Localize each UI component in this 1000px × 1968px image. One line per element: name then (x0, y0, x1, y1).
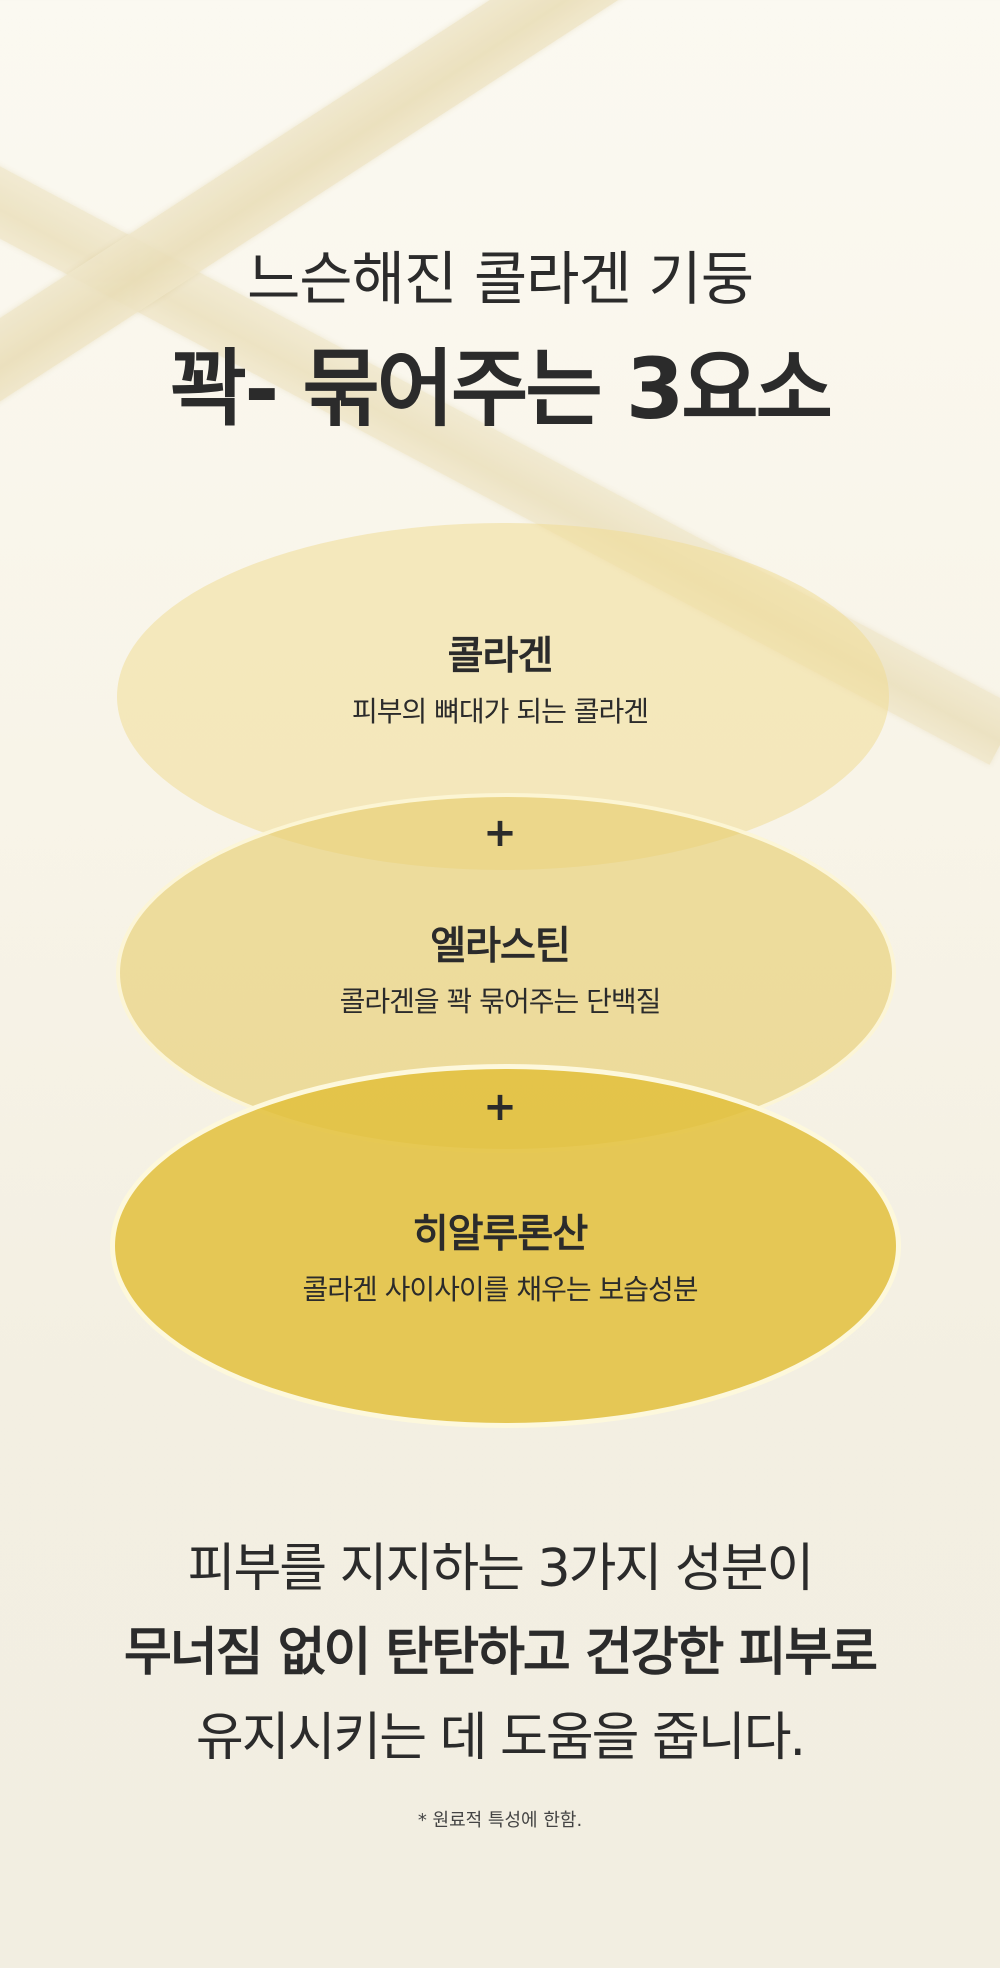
item-desc: 피부의 뼈대가 되는 콜라겐 (351, 695, 649, 728)
plus-icon: + (483, 1084, 517, 1130)
headline-main: 꽉- 묶어주는 3요소 (170, 340, 833, 438)
summary-line: 피부를 지지하는 3가지 성분이 (187, 1539, 815, 1599)
item-title: 콜라겐 (447, 634, 554, 679)
item-desc: 콜라겐을 꽉 묶어주는 단백질 (339, 985, 662, 1018)
footnote: * 원료적 특성에 한함. (417, 1810, 583, 1831)
summary-line-bold: 무너짐 없이 탄탄하고 건강한 피부로 (123, 1623, 878, 1683)
plus-icon: + (483, 810, 517, 856)
summary-line: 유지시키는 데 도움을 줍니다. (195, 1708, 806, 1768)
item-title: 엘라스틴 (430, 924, 571, 969)
hyaluronic-ellipse (110, 1064, 901, 1428)
headline-sub: 느슨해진 콜라겐 기둥 (246, 245, 754, 313)
item-title: 히알루론산 (412, 1212, 588, 1257)
item-desc: 콜라겐 사이사이를 채우는 보습성분 (302, 1273, 698, 1306)
